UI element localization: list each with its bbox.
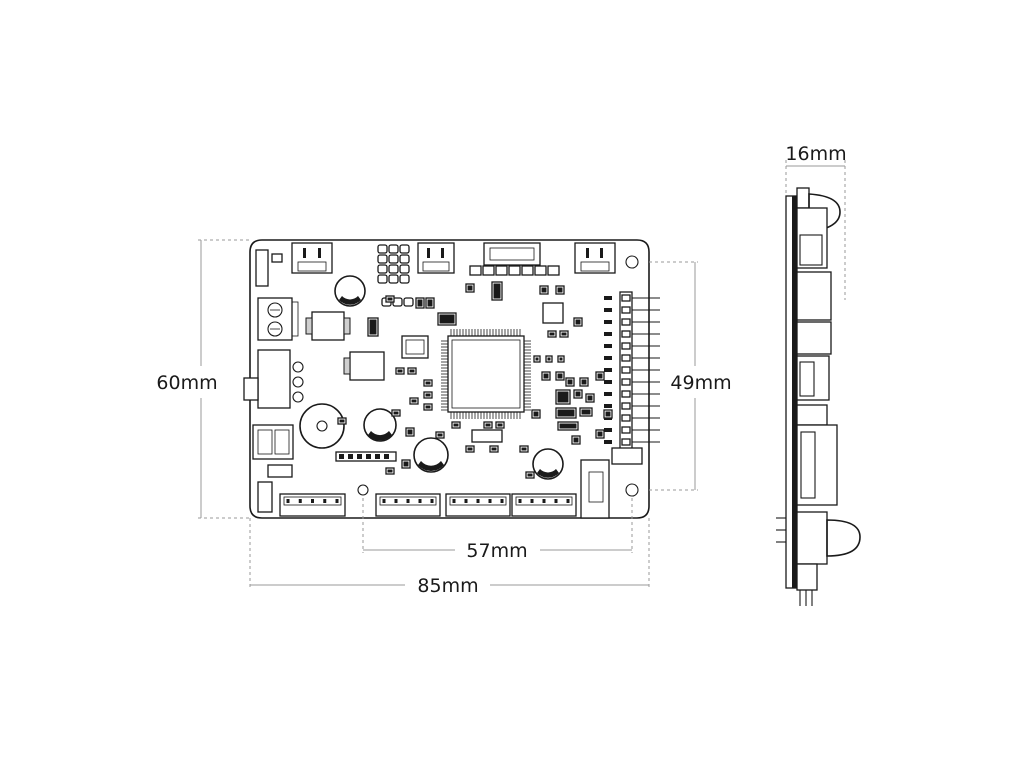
thickness-label: 16mm (785, 143, 846, 165)
width-holes-label: 57mm (466, 540, 527, 562)
sd-slot (580, 459, 610, 519)
top-view (243, 239, 660, 519)
inductor (305, 311, 351, 341)
pin-header-grid (377, 244, 414, 307)
buzzer (299, 403, 345, 449)
small-component (271, 253, 283, 263)
pad-row (335, 265, 560, 462)
small-connector (252, 424, 294, 460)
height-total-label: 60mm (156, 372, 217, 394)
push-button (267, 464, 293, 478)
side-view (776, 160, 861, 606)
mounting-hole (625, 255, 639, 269)
push-button (257, 481, 273, 513)
height-holes-label: 49mm (670, 372, 731, 394)
electrolytic-capacitor (363, 408, 397, 442)
top-connector (574, 242, 616, 274)
top-connector (291, 242, 333, 274)
smd-components (337, 281, 613, 479)
width-total-label: 85mm (417, 575, 478, 597)
ic-chip (542, 302, 564, 324)
ic-chip (401, 335, 429, 359)
electrolytic-capacitor (532, 448, 564, 480)
dimension-lines (198, 239, 698, 588)
electrolytic-capacitor (413, 437, 449, 473)
bottom-connector (279, 493, 577, 517)
mounting-hole (357, 484, 369, 496)
small-component (255, 249, 269, 287)
trimmer-potentiometer (257, 297, 299, 341)
crystal (471, 429, 503, 443)
top-header-connector (483, 242, 541, 266)
board-outline (249, 239, 650, 519)
electrolytic-capacitor (334, 275, 366, 307)
right-pin-header (604, 291, 660, 465)
top-connector (417, 242, 455, 274)
voltage-regulator (243, 349, 304, 409)
mcu-chip (441, 329, 531, 419)
mounting-hole (625, 483, 639, 497)
inductor (343, 351, 385, 381)
